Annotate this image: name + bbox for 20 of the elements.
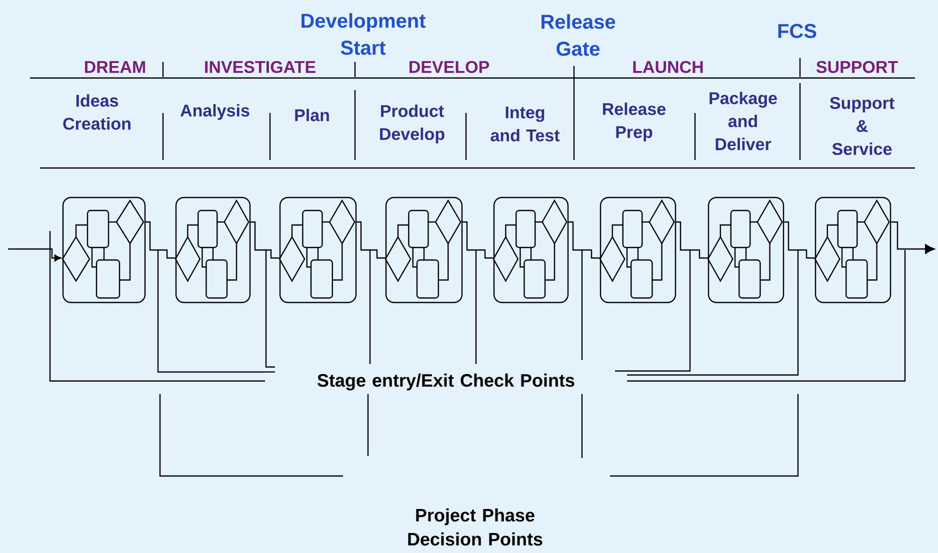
stage-label: Analysis [180, 104, 250, 120]
milestone-label: FCS [778, 24, 816, 38]
stage-label: Product Develop [380, 104, 444, 144]
phase-label: DEVELOP [410, 60, 490, 74]
checkpoint-label: Stage entry/Exit Check Points [265, 372, 627, 392]
phase-label: LAUNCH [633, 60, 703, 74]
stage-label: Plan [295, 108, 329, 122]
phase-label: DREAM [84, 61, 146, 73]
milestone-label: Release Gate [542, 14, 616, 56]
connector-arrow [8, 248, 62, 262]
stage-label: Release Prep [603, 102, 666, 142]
decision-point-label: Project Phase Decision Points [408, 508, 542, 546]
stage-label: Support & Service [830, 96, 894, 156]
stage-label: Ideas Creation [63, 94, 130, 130]
stage-label: Integ and Test [490, 106, 560, 142]
stage-label: Package and Deliver [710, 92, 777, 150]
phase-label: INVESTIGATE [205, 60, 316, 74]
phase-label: SUPPORT [816, 60, 898, 74]
milestone-label: Development Start [302, 13, 426, 55]
connector-arrow [891, 221, 935, 254]
